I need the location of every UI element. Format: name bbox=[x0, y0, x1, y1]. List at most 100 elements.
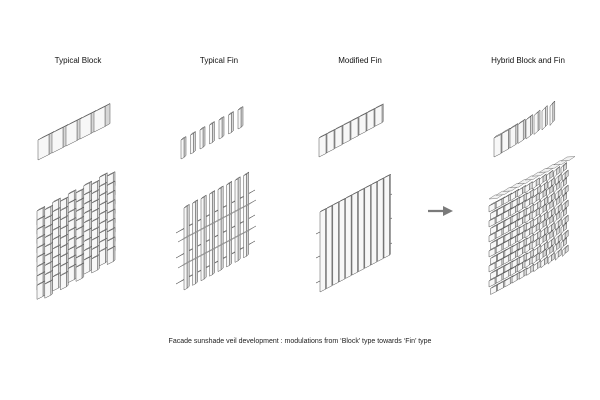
fin-module-0-side bbox=[183, 136, 187, 158]
modified-wall-fin-8-front bbox=[370, 181, 377, 266]
hybrid-top-ledge-0 bbox=[488, 194, 504, 200]
fin-module-1-front bbox=[190, 133, 194, 155]
wall-block-8-3-front bbox=[60, 272, 67, 291]
block-module-4-front bbox=[93, 106, 106, 133]
typical-block-module bbox=[37, 103, 111, 161]
hybrid-wall-cell-8-7-front bbox=[539, 236, 544, 246]
fin-wall-fin-6-side bbox=[237, 176, 241, 262]
title-hybrid-block-fin: Hybrid Block and Fin bbox=[491, 56, 565, 65]
hybrid-top-ledge-2 bbox=[503, 186, 518, 192]
fin-wall-fin-4-side bbox=[220, 185, 224, 271]
fin-module-6-side bbox=[240, 106, 244, 128]
hybrid-top-ledge-3 bbox=[510, 182, 525, 188]
hybrid-module-0-front bbox=[493, 134, 502, 158]
wall-block-8-2-front bbox=[52, 273, 59, 292]
hybrid-wall-cell-10-1-front bbox=[495, 273, 503, 284]
fin-module-2-side bbox=[202, 126, 206, 148]
fin-module-3-front bbox=[209, 123, 213, 145]
fin-module-4-front bbox=[218, 118, 223, 140]
hybrid-wall-cell-5-8-front bbox=[547, 209, 552, 220]
hybrid-wall-cell-6-2-front bbox=[503, 240, 509, 250]
hybrid-wall-cell-2-6-front bbox=[531, 194, 537, 205]
hybrid-wall-cell-10-0-front bbox=[488, 277, 496, 288]
wall-block-8-7-side bbox=[97, 254, 100, 271]
hybrid-wall-cell-0-4-front bbox=[517, 187, 523, 198]
hybrid-wall-cell-10-5-front bbox=[524, 258, 530, 269]
hybrid-wall-cell-2-5-front bbox=[524, 198, 530, 209]
hybrid-wall-cell-8-3-front bbox=[510, 251, 516, 261]
wall-block-8-5-front bbox=[75, 264, 83, 282]
modified-wall-fin-1-front bbox=[326, 205, 333, 289]
fin-wall-fin-3-side bbox=[212, 190, 215, 275]
hybrid-wall-cell-2-3-front bbox=[510, 206, 516, 216]
hybrid-wall-cell-11-2-front bbox=[504, 277, 511, 288]
modified-wall-fin-5-front bbox=[351, 191, 358, 276]
hybrid-wall-cell-0-7-front bbox=[539, 176, 544, 186]
wall-block-8-1-side bbox=[50, 279, 53, 296]
modified-fin-4-front bbox=[350, 117, 359, 140]
fin-wall-fin-5-side bbox=[229, 181, 232, 266]
modified-wall-fin-2-front bbox=[332, 202, 339, 286]
fin-wall-fin-5-front bbox=[226, 183, 230, 268]
hybrid-wall-cell-8-5-front bbox=[524, 243, 530, 254]
modified-wall-fin-9-front bbox=[377, 178, 384, 262]
hybrid-wall-cell-7-6-front bbox=[533, 232, 538, 242]
hybrid-wall-cell-8-0-front bbox=[488, 262, 496, 273]
progression-arrow bbox=[428, 206, 453, 216]
hybrid-wall-cell-10-4-front bbox=[517, 262, 523, 273]
wall-block-8-7-front bbox=[91, 255, 98, 274]
wall-block-8-5-side bbox=[81, 262, 85, 279]
modified-fin-facade bbox=[315, 173, 393, 293]
hybrid-wall-cell-11-8-front bbox=[547, 254, 552, 265]
hybrid-wall-cell-0-1-front bbox=[495, 198, 503, 209]
hybrid-wall-cell-4-6-front bbox=[531, 209, 537, 220]
modified-wall-fin-6-front bbox=[358, 188, 365, 272]
modified-wall-fin-3-front bbox=[338, 198, 345, 283]
wall-block-8-9-front bbox=[106, 247, 114, 265]
hybrid-module-3-side bbox=[522, 118, 526, 141]
hybrid-wall-cell-10-8-front bbox=[546, 247, 551, 257]
title-modified-fin: Modified Fin bbox=[338, 56, 382, 65]
fin-module-3-side bbox=[212, 121, 215, 143]
hybrid-wall-cell-6-3-front bbox=[510, 236, 516, 246]
wall-block-8-4-front bbox=[67, 265, 75, 283]
hybrid-wall-cell-4-5-front bbox=[524, 213, 530, 224]
hybrid-wall-cell-2-9-front bbox=[553, 183, 557, 194]
wall-block-8-3-side bbox=[66, 270, 69, 288]
hybrid-module-7-front bbox=[549, 102, 554, 126]
wall-block-8-0-side bbox=[42, 280, 46, 297]
hybrid-top-ledge-4 bbox=[517, 179, 532, 185]
fin-module-1-side bbox=[193, 131, 196, 153]
fin-wall-fin-4-front bbox=[217, 187, 222, 272]
hybrid-wall-cell-0-9-front bbox=[553, 168, 557, 179]
hybrid-module-6-side bbox=[545, 105, 548, 127]
typical-fin-module bbox=[180, 106, 244, 160]
wall-block-8-1-front bbox=[44, 280, 52, 299]
hybrid-wall-cell-4-2-front bbox=[503, 225, 509, 235]
modified-fin-2-front bbox=[334, 125, 343, 149]
hybrid-wall-cell-10-9-front bbox=[553, 243, 557, 254]
hybrid-wall-cell-6-4-front bbox=[517, 232, 523, 243]
hybrid-wall-cell-6-0-front bbox=[488, 247, 496, 258]
hybrid-wall-cell-6-1-front bbox=[495, 243, 503, 254]
block-module-1-front bbox=[51, 127, 64, 154]
hybrid-module-5-side bbox=[537, 109, 541, 132]
typical-block-facade bbox=[36, 171, 116, 300]
modified-fin-3-front bbox=[342, 121, 351, 145]
figure-caption: Facade sunshade veil development : modul… bbox=[168, 338, 432, 345]
wall-block-8-4-side bbox=[73, 263, 77, 280]
hybrid-wall-cell-8-1-front bbox=[495, 258, 503, 269]
hybrid-wall-cell-2-10-front bbox=[560, 179, 564, 190]
hybrid-wall-cell-11-3-front bbox=[511, 273, 518, 284]
fin-module-5-front bbox=[228, 113, 232, 135]
hybrid-wall-cell-11-10-front bbox=[562, 247, 566, 257]
hybrid-wall-cell-2-4-front bbox=[517, 202, 523, 213]
fin-module-4-side bbox=[221, 116, 225, 138]
hybrid-wall-cell-10-3-front bbox=[510, 266, 516, 276]
hybrid-wall-cell-6-7-front bbox=[539, 221, 544, 231]
hybrid-module-6-front bbox=[541, 107, 546, 131]
modified-fin-5-front bbox=[358, 113, 367, 136]
hybrid-wall-cell-11-0-front bbox=[490, 285, 497, 295]
fin-wall-fin-2-front bbox=[200, 196, 205, 282]
fin-wall-fin-3-front bbox=[209, 192, 213, 277]
